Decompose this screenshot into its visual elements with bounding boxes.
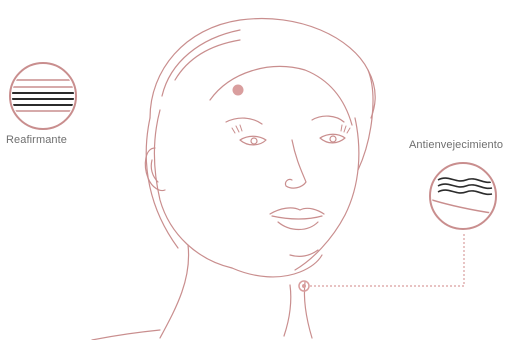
firming-label: Reafirmante (6, 134, 67, 146)
jaw (232, 255, 322, 277)
left-eyebrow (226, 118, 262, 124)
hair-inner-line-1 (162, 30, 240, 96)
neck-front (284, 285, 291, 336)
upper-lip (270, 208, 324, 214)
lower-lip (278, 222, 318, 230)
lip-line (272, 216, 322, 219)
right-pupil (330, 136, 336, 142)
left-lashes (232, 125, 242, 133)
nose (285, 140, 306, 188)
anti-aging-waves-icon (430, 163, 498, 229)
left-pupil (251, 138, 257, 144)
forehead-marker (233, 85, 244, 96)
right-eyebrow (312, 116, 344, 122)
dotted-connector (310, 232, 464, 286)
shoulder-left (92, 330, 160, 340)
firming-layers-icon (8, 63, 78, 129)
left-cheek (154, 110, 232, 268)
anti-aging-label: Antienvejecimiento (409, 139, 503, 151)
right-lashes (341, 125, 350, 133)
right-face (295, 118, 359, 270)
hair-right-long (358, 70, 373, 170)
hair-inner-line-2 (175, 40, 240, 80)
neck-left (160, 245, 189, 338)
